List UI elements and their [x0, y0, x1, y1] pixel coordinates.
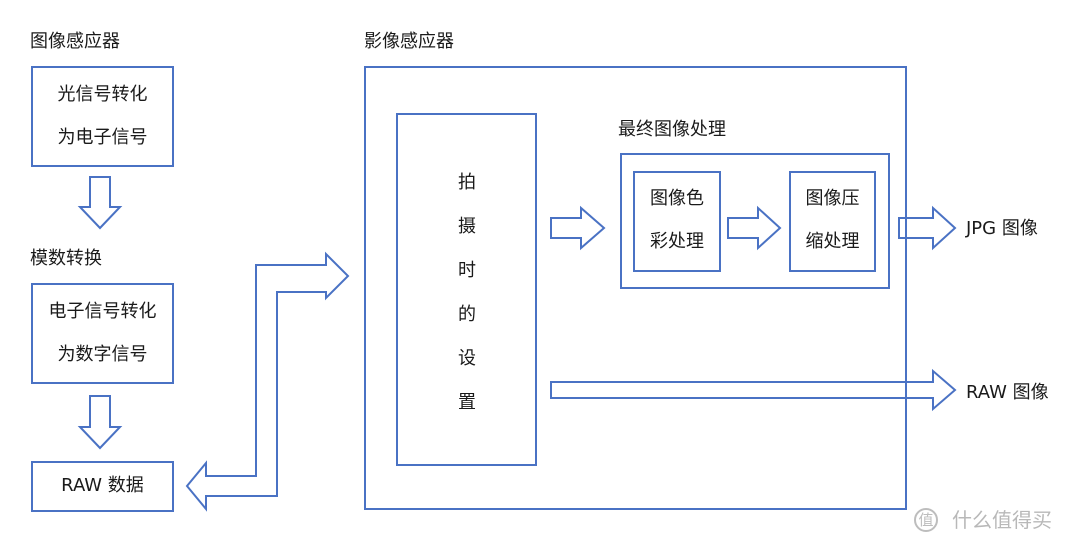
main-sensor-frame [364, 66, 907, 510]
image-sensor-title: 图像感应器 [30, 31, 120, 52]
main-sensor-title: 影像感应器 [364, 31, 454, 52]
shooting-char: 置 [458, 392, 476, 413]
shooting-settings-label: 拍 摄 时 的 设 置 [455, 161, 479, 425]
shooting-char: 摄 [458, 216, 476, 237]
arrow-to-jpg [898, 205, 957, 251]
adc-title: 模数转换 [30, 248, 102, 269]
arrow-sensor-to-adc [77, 176, 123, 230]
color-box-line1: 图像色 [650, 188, 704, 209]
color-processing-box [633, 171, 721, 272]
arrow-to-raw-image [550, 368, 957, 412]
shooting-settings-box [396, 113, 537, 466]
sensor-box-line1: 光信号转化 [57, 84, 148, 105]
sensor-conversion-box [31, 66, 174, 167]
sensor-box-line2: 为电子信号 [57, 127, 148, 148]
arrow-color-to-compress [727, 205, 782, 251]
jpg-output-label: JPG 图像 [966, 218, 1038, 239]
final-processing-title: 最终图像处理 [618, 119, 726, 140]
arrow-raw-to-main-sensor [185, 251, 350, 512]
shooting-char: 设 [458, 348, 476, 369]
watermark-text: 什么值得买 [952, 508, 1052, 532]
compress-box-line1: 图像压 [805, 188, 860, 209]
shooting-char: 时 [458, 260, 476, 281]
final-processing-frame [620, 153, 890, 289]
raw-output-label: RAW 图像 [966, 382, 1049, 403]
arrow-adc-to-raw [77, 395, 123, 450]
shooting-char: 的 [458, 304, 476, 325]
adc-box-line2: 为数字信号 [57, 344, 148, 365]
shooting-char: 拍 [458, 172, 476, 193]
raw-data-box [31, 461, 174, 512]
adc-conversion-box [31, 283, 174, 384]
compression-box [789, 171, 876, 272]
color-box-line2: 彩处理 [650, 231, 704, 252]
compress-box-line2: 缩处理 [805, 231, 860, 252]
watermark-logo-icon: 值 [914, 508, 938, 532]
arrow-settings-to-processing [550, 205, 606, 251]
raw-data-label: RAW 数据 [61, 475, 144, 496]
adc-box-line1: 电子信号转化 [48, 301, 157, 322]
